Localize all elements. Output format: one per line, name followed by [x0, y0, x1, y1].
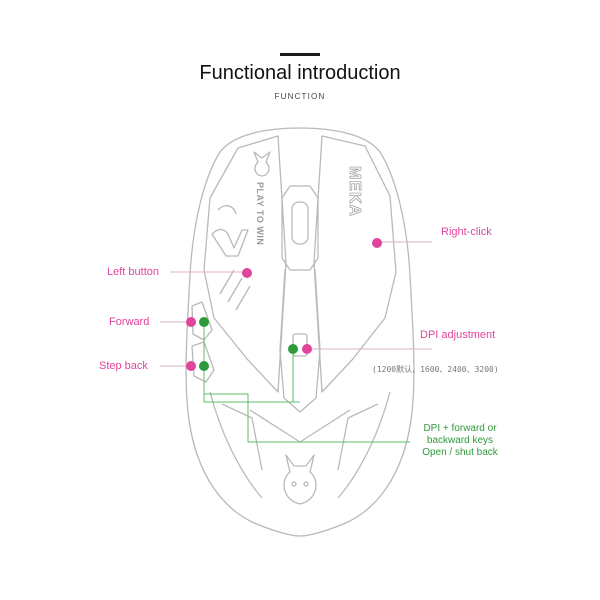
scroll-wheel-housing	[281, 185, 319, 271]
label-forward: Forward	[109, 316, 150, 328]
deco-slash-1	[219, 269, 235, 295]
deco-dva-tail	[217, 204, 237, 215]
dot-left-button	[242, 268, 252, 278]
mouse-body-outline	[185, 127, 415, 537]
lower-center-contour	[249, 409, 351, 443]
dot-dpi-green	[288, 344, 298, 354]
lower-right-contour	[337, 391, 391, 499]
dot-right-click	[372, 238, 382, 248]
deco-dva-glyph	[211, 228, 249, 257]
dot-forward-pink	[186, 317, 196, 327]
combo-line-2: backward keys	[426, 435, 494, 446]
bunny-logo-eye-left	[291, 481, 297, 487]
label-dpi-adjustment: DPI adjustment	[420, 329, 496, 341]
page-title: Functional introduction	[199, 62, 401, 84]
combo-line-1: DPI + forward or	[423, 423, 497, 434]
label-combo-keys: DPI + forward or backward keys Open / sh…	[412, 423, 508, 459]
lower-left-contour	[209, 391, 263, 499]
combo-line-3: Open / shut back	[422, 447, 498, 458]
label-right-click: Right-click	[441, 226, 492, 238]
center-channel	[279, 269, 321, 413]
left-shell-panel	[203, 135, 287, 393]
title-accent-bar	[280, 53, 320, 56]
bunny-logo	[283, 454, 317, 505]
side-button-forward-shape	[191, 301, 213, 341]
label-left-button: Left button	[107, 266, 159, 278]
leader-combo-back	[203, 366, 410, 443]
dot-step-back-pink	[186, 361, 196, 371]
mouse-brand: MEKA	[346, 166, 363, 217]
page-subtitle: FUNCTION	[274, 92, 326, 101]
leader-combo-forward	[203, 322, 300, 403]
label-dpi-values: (1200默认、1600、2400、3200)	[372, 365, 499, 374]
deco-small-bunny	[253, 151, 271, 177]
side-button-back-shape	[191, 341, 215, 383]
bunny-logo-eye-right	[303, 481, 309, 487]
dot-step-back-green	[199, 361, 209, 371]
dot-forward-green	[199, 317, 209, 327]
deco-slash-2	[227, 277, 243, 303]
lower-left-fin	[221, 403, 263, 471]
label-step-back: Step back	[99, 360, 148, 372]
deco-slash-3	[235, 285, 251, 311]
scroll-wheel	[291, 201, 309, 245]
lower-right-fin	[337, 403, 379, 471]
dot-dpi-pink	[302, 344, 312, 354]
mouse-slogan: PLAY TO WIN	[255, 182, 265, 245]
